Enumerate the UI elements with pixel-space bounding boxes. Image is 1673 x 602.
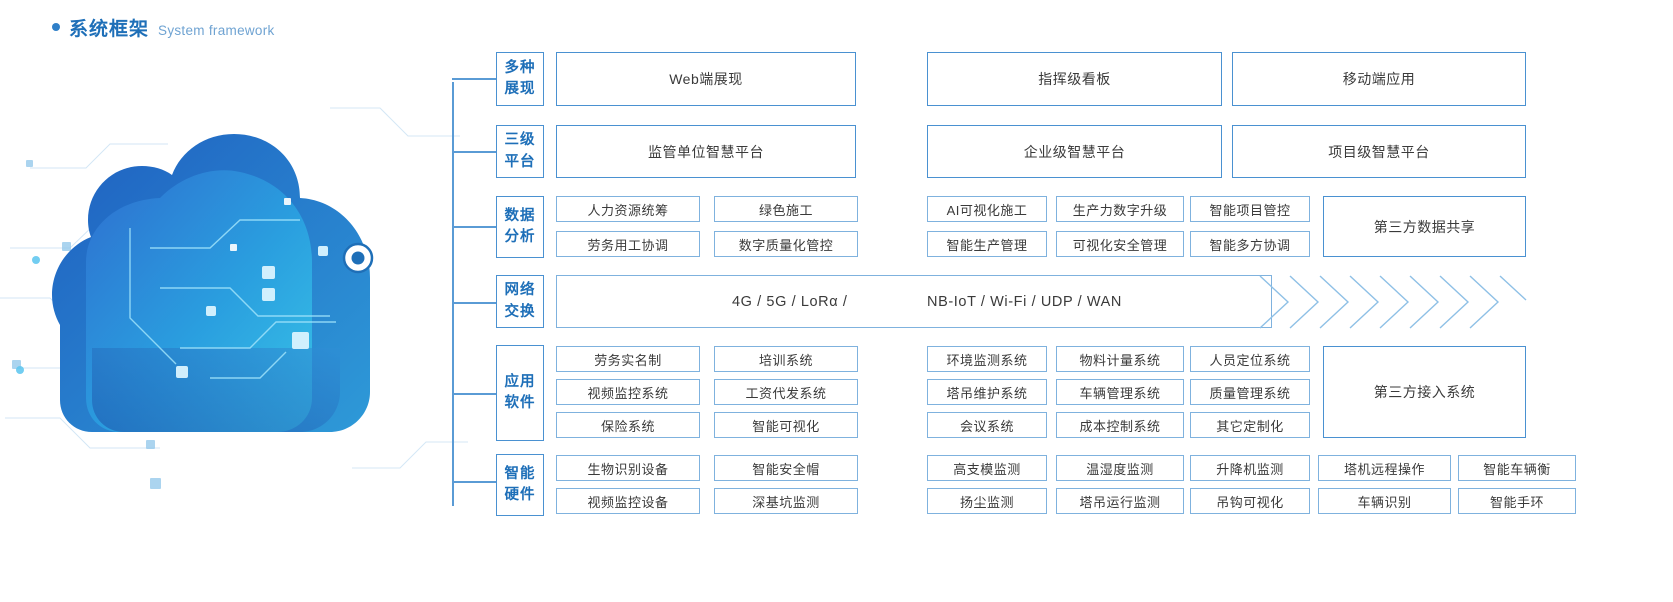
cell-personnel-positioning-system[interactable]: 人员定位系统: [1190, 346, 1310, 372]
row-label-data-analysis: 数据 分析: [496, 196, 544, 258]
cell-vehicle-recognition[interactable]: 车辆识别: [1318, 488, 1451, 514]
row-label-multi-presentation: 多种 展现: [496, 52, 544, 106]
connector-tick: [452, 226, 496, 228]
cell-payroll-system[interactable]: 工资代发系统: [714, 379, 858, 405]
cell-ai-visual-construction[interactable]: AI可视化施工: [927, 196, 1047, 222]
network-band[interactable]: 4G / 5G / LoRα / NB-IoT / Wi-Fi / UDP / …: [556, 275, 1272, 328]
cell-green-construction[interactable]: 绿色施工: [714, 196, 858, 222]
cell-dust-monitoring[interactable]: 扬尘监测: [927, 488, 1047, 514]
cell-third-party-data-sharing[interactable]: 第三方数据共享: [1323, 196, 1526, 257]
connector-tick: [452, 302, 496, 304]
connector-tick: [452, 78, 496, 80]
cell-project-platform[interactable]: 项目级智慧平台: [1232, 125, 1526, 178]
cell-productivity-upgrade[interactable]: 生产力数字升级: [1056, 196, 1184, 222]
cell-crane-operation-monitoring[interactable]: 塔吊运行监测: [1056, 488, 1184, 514]
cell-labor-coordination[interactable]: 劳务用工协调: [556, 231, 700, 257]
cell-training-system[interactable]: 培训系统: [714, 346, 858, 372]
cell-high-formwork-monitoring[interactable]: 高支模监测: [927, 455, 1047, 481]
network-arrow-chevrons: [1259, 275, 1527, 329]
cell-tower-crane-remote-operation[interactable]: 塔机远程操作: [1318, 455, 1451, 481]
row-label-smart-hardware: 智能 硬件: [496, 454, 544, 516]
cell-smart-truck-scale[interactable]: 智能车辆衡: [1458, 455, 1576, 481]
cell-other-customization[interactable]: 其它定制化: [1190, 412, 1310, 438]
cell-digital-quality-control[interactable]: 数字质量化管控: [714, 231, 858, 257]
cell-quality-management-system[interactable]: 质量管理系统: [1190, 379, 1310, 405]
cell-smart-visualization[interactable]: 智能可视化: [714, 412, 858, 438]
page-title-cn: 系统框架: [69, 19, 150, 40]
cell-hook-visualization[interactable]: 吊钩可视化: [1190, 488, 1310, 514]
cell-smart-multiparty-coord[interactable]: 智能多方协调: [1190, 231, 1310, 257]
cell-vehicle-management-system[interactable]: 车辆管理系统: [1056, 379, 1184, 405]
cell-hr-planning[interactable]: 人力资源统筹: [556, 196, 700, 222]
cell-labor-realname[interactable]: 劳务实名制: [556, 346, 700, 372]
cloud-svg: [0, 107, 468, 489]
connector-rail: [452, 82, 454, 506]
cell-mobile-app[interactable]: 移动端应用: [1232, 52, 1526, 106]
page-title: 系统框架 System framework: [52, 14, 275, 41]
connector-tick: [452, 481, 496, 483]
row-label-network-exchange: 网络 交换: [496, 275, 544, 328]
cell-web-presentation[interactable]: Web端展现: [556, 52, 856, 106]
network-tech-primary: 4G / 5G / LoRα /: [732, 293, 848, 310]
cell-enterprise-platform[interactable]: 企业级智慧平台: [927, 125, 1222, 178]
cell-smart-helmet[interactable]: 智能安全帽: [714, 455, 858, 481]
cell-crane-maintenance-system[interactable]: 塔吊维护系统: [927, 379, 1047, 405]
cell-material-metering-system[interactable]: 物料计量系统: [1056, 346, 1184, 372]
page-title-en: System framework: [158, 23, 275, 38]
cell-regulator-platform[interactable]: 监管单位智慧平台: [556, 125, 856, 178]
cell-hoist-monitoring[interactable]: 升降机监测: [1190, 455, 1310, 481]
cloud-illustration: [0, 48, 470, 518]
cell-biometric-device[interactable]: 生物识别设备: [556, 455, 700, 481]
bullet-icon: [52, 23, 60, 31]
cell-third-party-access-system[interactable]: 第三方接入系统: [1323, 346, 1526, 438]
cell-deep-foundation-pit-monitoring[interactable]: 深基坑监测: [714, 488, 858, 514]
cell-video-surveillance-system[interactable]: 视频监控系统: [556, 379, 700, 405]
cell-command-dashboard[interactable]: 指挥级看板: [927, 52, 1222, 106]
cell-video-monitoring-device[interactable]: 视频监控设备: [556, 488, 700, 514]
cell-visual-safety-mgmt[interactable]: 可视化安全管理: [1056, 231, 1184, 257]
row-label-three-tier-platform: 三级 平台: [496, 125, 544, 178]
cell-temperature-humidity-monitoring[interactable]: 温湿度监测: [1056, 455, 1184, 481]
cell-smart-wristband[interactable]: 智能手环: [1458, 488, 1576, 514]
connector-tick: [452, 393, 496, 395]
cell-cost-control-system[interactable]: 成本控制系统: [1056, 412, 1184, 438]
row-label-application-software: 应用 软件: [496, 345, 544, 441]
cell-smart-production-mgmt[interactable]: 智能生产管理: [927, 231, 1047, 257]
connector-tick: [452, 151, 496, 153]
cell-insurance-system[interactable]: 保险系统: [556, 412, 700, 438]
cell-environment-monitoring-system[interactable]: 环境监测系统: [927, 346, 1047, 372]
network-tech-secondary: NB-IoT / Wi-Fi / UDP / WAN: [927, 293, 1122, 310]
cell-meeting-system[interactable]: 会议系统: [927, 412, 1047, 438]
framework-diagram: 多种 展现 Web端展现 指挥级看板 移动端应用 三级 平台 监管单位智慧平台 …: [452, 48, 1673, 518]
cell-smart-project-control[interactable]: 智能项目管控: [1190, 196, 1310, 222]
